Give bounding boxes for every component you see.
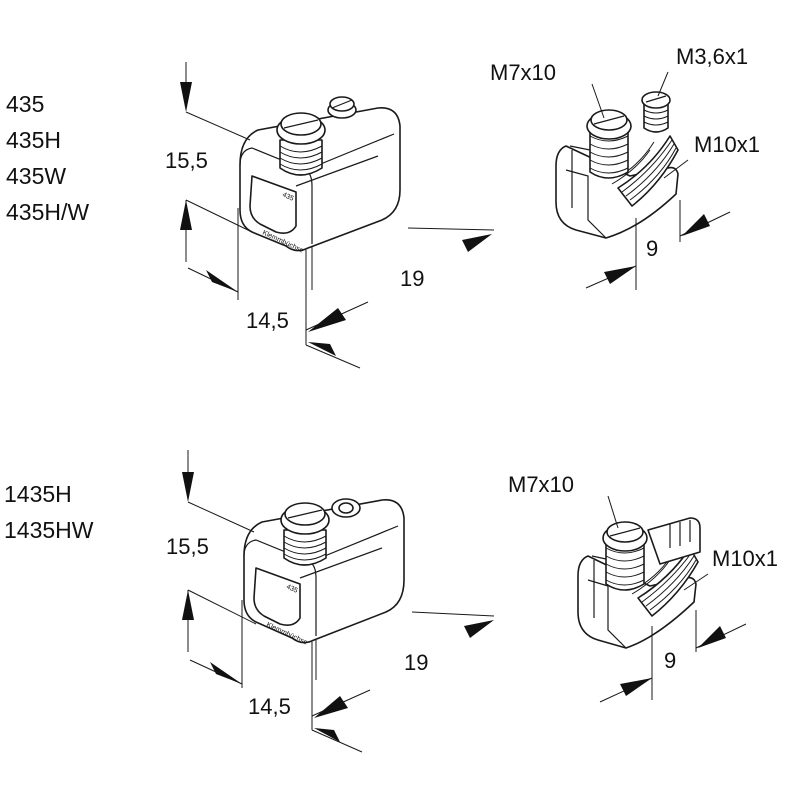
body-mark-435-2: 435	[285, 583, 299, 594]
dim-height-2: 15,5	[166, 534, 209, 559]
thread-label-m10-1: M10x1	[694, 132, 760, 157]
clamp-screw-1	[276, 112, 326, 176]
detail-locking-screw-1	[641, 91, 671, 133]
clamp-body-1: 435 Klemmbüchse	[239, 96, 401, 255]
thread-label-m36-1: M3,6x1	[676, 44, 748, 69]
dimensions-2: 15,5 14,5 19	[166, 450, 495, 753]
dimensions-1: 15,5 14,5 19	[165, 62, 495, 369]
detail-view-1: M7x10 M3,6x1 M10x1 9	[490, 44, 760, 290]
clamp-screw-2	[280, 502, 330, 566]
rear-block-2	[647, 517, 701, 565]
dim-height-1: 15,5	[165, 148, 208, 173]
detail-clamp-screw-2	[602, 521, 648, 591]
locking-screw-1	[327, 96, 357, 119]
thread-label-m10-2: M10x1	[712, 546, 778, 571]
detail-clamp-screw-1	[586, 109, 632, 179]
group-1: 435 435H 435W 435H/W 435 Klemmbüchse	[6, 44, 760, 369]
model-1435h: 1435H	[4, 481, 72, 507]
dim-width-1: 14,5	[246, 308, 289, 333]
model-1435hw: 1435HW	[4, 517, 94, 543]
dim-gap-2: 9	[664, 648, 676, 673]
clamp-body-2: 435 Klemmbüchse	[243, 498, 405, 647]
model-list-1: 435 435H 435W 435H/W	[6, 91, 89, 225]
model-435: 435	[6, 91, 44, 117]
model-435w: 435W	[6, 163, 66, 189]
model-435h: 435H	[6, 127, 61, 153]
cable-opening-2	[253, 567, 301, 626]
locking-hole-2	[331, 498, 361, 518]
body-mark-435: 435	[281, 191, 295, 202]
group-2: 1435H 1435HW 435 Klemmbüchse	[4, 450, 778, 753]
thread-label-m7-2: M7x10	[508, 472, 574, 497]
dim-width-2: 14,5	[248, 694, 291, 719]
thread-m10-1	[611, 135, 679, 207]
model-list-2: 1435H 1435HW	[4, 481, 94, 543]
cable-opening-1	[249, 175, 297, 234]
model-435hw: 435H/W	[6, 199, 89, 225]
thread-m10-2	[631, 547, 699, 617]
dim-length-2: 19	[404, 650, 428, 675]
detail-view-2: M7x10 M10x1 9	[508, 472, 778, 703]
dim-length-1: 19	[400, 266, 424, 291]
thread-label-m7-1: M7x10	[490, 60, 556, 85]
dim-gap-1: 9	[646, 236, 658, 261]
